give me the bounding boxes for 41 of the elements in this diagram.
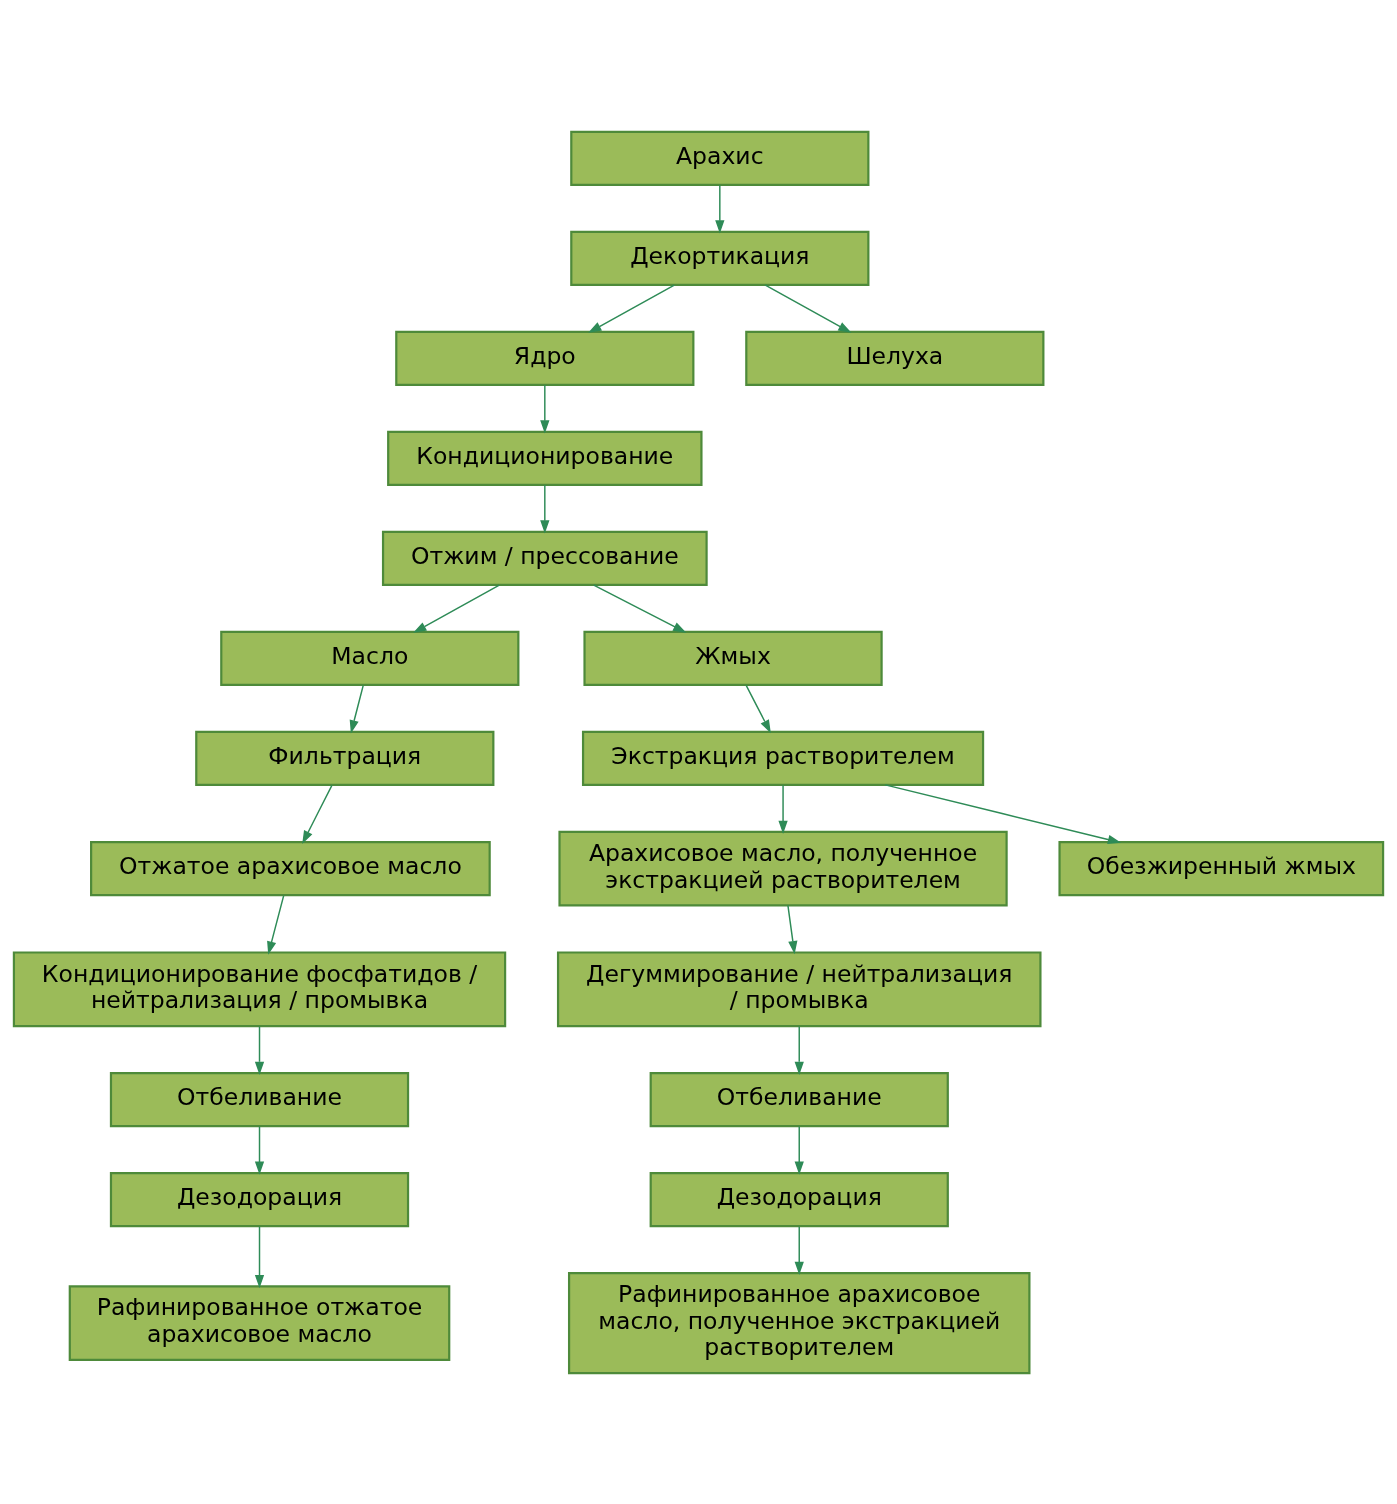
arrow xyxy=(413,583,500,633)
arrow xyxy=(349,684,364,733)
arrow xyxy=(745,684,771,733)
node-box: Обезжиренный жмых xyxy=(1058,840,1385,896)
arrow xyxy=(715,184,725,233)
node-box: Арахисовое масло, полученное экстракцией растворителем xyxy=(558,830,1008,907)
arrow xyxy=(254,1125,265,1175)
node-box: Арахис xyxy=(570,130,870,186)
arrow xyxy=(254,1225,265,1288)
node-box: Отбеливание xyxy=(109,1071,410,1127)
node-box: Дезодорация xyxy=(109,1171,410,1227)
arrow xyxy=(302,784,333,844)
arrow xyxy=(540,484,550,533)
arrow xyxy=(787,904,798,954)
node-box: Дезодорация xyxy=(649,1171,949,1227)
node-box: Шелуха xyxy=(745,330,1045,386)
node-box: Экстракция растворителем xyxy=(581,730,985,786)
arrow xyxy=(794,1225,804,1275)
arrow xyxy=(588,283,676,333)
node-box: Масло xyxy=(220,630,520,686)
arrow xyxy=(593,583,687,633)
arrow xyxy=(540,384,550,433)
node-box: Рафинированное отжатое арахисовое масло xyxy=(68,1284,451,1361)
arrow xyxy=(764,283,852,333)
arrow xyxy=(884,783,1122,844)
arrow xyxy=(794,1025,804,1075)
node-box: Ядро xyxy=(395,330,695,386)
node-box: Кондиционирование xyxy=(387,430,703,486)
node-box: Дегуммирование / нейтрализация / промывка xyxy=(556,950,1042,1027)
arrow xyxy=(778,784,788,834)
node-box: Декортикация xyxy=(570,230,870,286)
node-box: Жмых xyxy=(583,630,883,686)
arrow xyxy=(254,1025,265,1075)
node-box: Отбеливание xyxy=(649,1071,949,1127)
arrow xyxy=(267,894,285,955)
node-box: Фильтрация xyxy=(195,730,495,786)
node-box: Рафинированное арахисовое масло, полученное экстракцией растворителем xyxy=(567,1271,1031,1374)
arrow xyxy=(794,1125,804,1175)
node-box: Кондиционирование фосфатидов / нейтрализация / промывка xyxy=(12,950,507,1027)
node-box: Отжатое арахисовое масло xyxy=(90,840,491,896)
node-box: Отжим / прессование xyxy=(381,530,708,586)
